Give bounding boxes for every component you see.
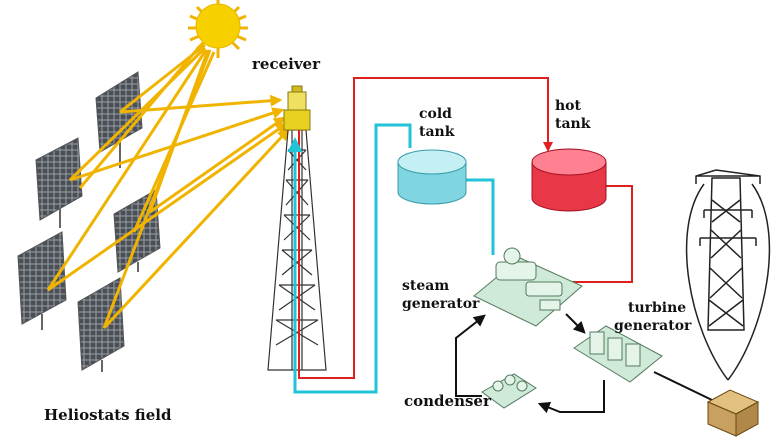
- steam-generator-icon: [473, 247, 583, 327]
- hot-fluid-line: [298, 77, 553, 379]
- hot-tank-label-line1: hot: [555, 98, 581, 114]
- hot-tank-label-line2: tank: [555, 116, 591, 132]
- heliostat-field: [17, 71, 161, 372]
- hot-tank-icon: [531, 148, 607, 212]
- hot-tank-to-steam-generator-line: [544, 185, 633, 287]
- receiver-label: receiver: [252, 55, 320, 73]
- heliostat: [17, 231, 67, 330]
- power-line: [653, 371, 713, 401]
- light-beams: [46, 43, 290, 330]
- transmission-tower-icon: [685, 169, 771, 381]
- turbine-generator-icon: [573, 325, 663, 383]
- cold-tank-icon: [397, 149, 467, 205]
- receiver-icon: [283, 85, 311, 131]
- cold-fluid-return-line: [287, 123, 412, 394]
- heliostats-field-label: Heliostats field: [44, 406, 172, 424]
- transformer-icon: [706, 389, 760, 437]
- cold-fluid-line: [466, 178, 495, 255]
- cold-tank-label-line1: cold: [419, 106, 452, 122]
- receiver-tower: [267, 129, 327, 371]
- turbine-generator-label-line2: generator: [614, 318, 692, 334]
- steam-generator-label-line2: generator: [402, 296, 480, 312]
- turbine-generator-label-line1: turbine: [628, 300, 687, 316]
- condenser-label: condenser: [404, 392, 491, 410]
- steam-generator-label-line1: steam: [402, 278, 450, 294]
- sun-icon: [188, 0, 248, 58]
- condenser-icon: [481, 373, 537, 409]
- heliostat: [35, 137, 83, 228]
- heliostat: [95, 71, 143, 168]
- heliostat: [77, 277, 125, 372]
- water-steam-loop: [455, 313, 605, 414]
- cold-tank-label-line2: tank: [419, 124, 455, 140]
